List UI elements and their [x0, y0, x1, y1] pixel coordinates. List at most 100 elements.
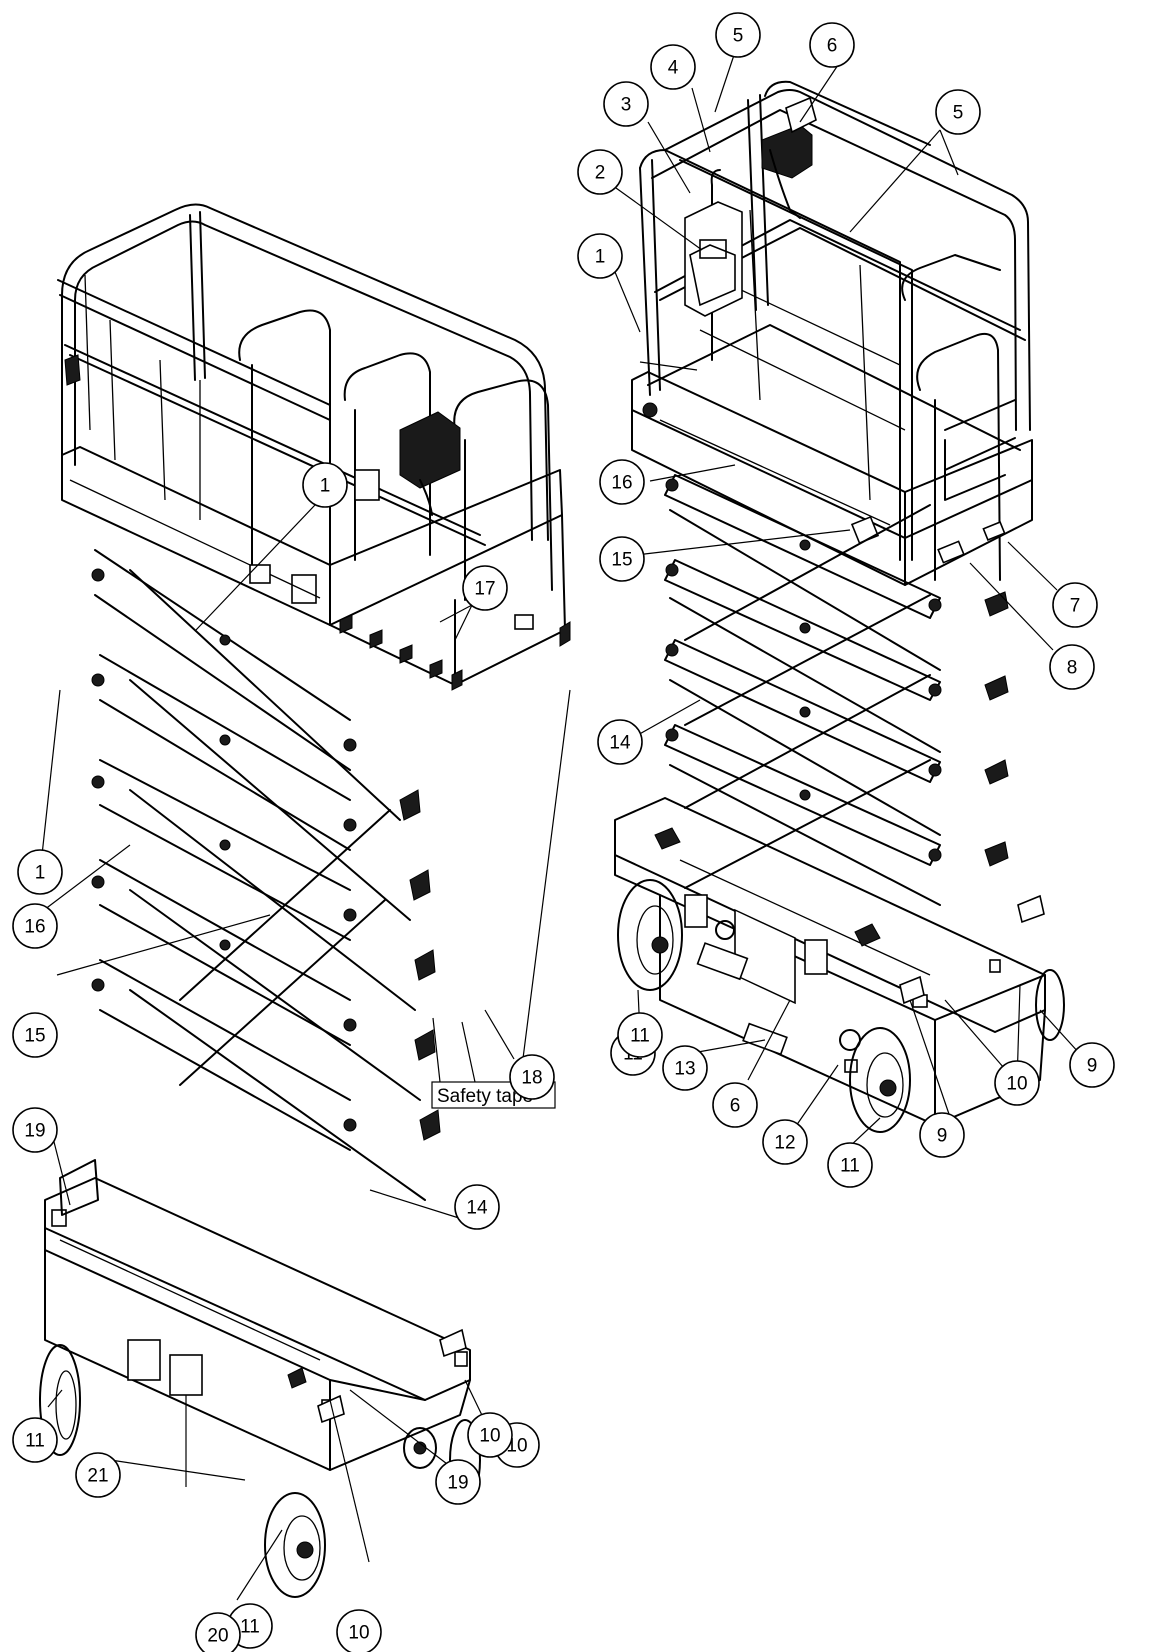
callout-10: 10: [994, 1060, 1040, 1106]
callout-circle: [509, 1054, 555, 1100]
callout-1: 1: [302, 462, 348, 508]
callout-11: 11: [12, 1417, 58, 1463]
callout-number: 9: [1087, 1056, 1098, 1077]
callout-19: 19: [12, 1107, 58, 1153]
callout-circle: [462, 565, 508, 611]
callout-15: 15: [599, 536, 645, 582]
callout-circle: [12, 1107, 58, 1153]
callout-circle: [599, 536, 645, 582]
callout-number: 16: [611, 473, 632, 494]
callout-12: 12: [762, 1119, 808, 1165]
callout-circle: [617, 1012, 663, 1058]
callout-circle: [1069, 1042, 1115, 1088]
safety-tape-annotation: Safety tape: [431, 689, 571, 1109]
callout-16: 16: [12, 903, 58, 949]
callout-circle: [662, 1045, 708, 1091]
callout-circle: [12, 1417, 58, 1463]
callout-circle: [195, 1612, 241, 1652]
callout-circle: [597, 719, 643, 765]
callout-2: 2: [577, 149, 623, 195]
callout-19: 19: [435, 1459, 481, 1505]
right-lift: [614, 80, 1065, 1133]
left-lift-chassis: [44, 1159, 471, 1471]
callout-circle: [809, 22, 855, 68]
callout-number: 19: [447, 1473, 468, 1494]
callout-number: 13: [674, 1059, 695, 1080]
callout-number: 10: [1006, 1074, 1027, 1095]
callout-circle: [935, 89, 981, 135]
callout-7: 7: [1052, 582, 1098, 628]
left-lift-guardrails: [57, 203, 553, 601]
left-lift-scissors: [91, 549, 441, 1201]
callout-18: 18: [509, 1054, 555, 1100]
callout-circle: [919, 1112, 965, 1158]
callout-6: 6: [809, 22, 855, 68]
callout-circle: [302, 462, 348, 508]
callout-1: 1: [577, 233, 623, 279]
right-lift-wheels: [617, 879, 1065, 1133]
callout-number: 11: [25, 1431, 45, 1452]
callout-10: 10: [336, 1609, 382, 1652]
callout-circle: [577, 149, 623, 195]
callout-circle: [712, 1082, 758, 1128]
callout-11: 11: [827, 1142, 873, 1188]
callout-number: 1: [595, 247, 606, 268]
callout-number: 14: [609, 733, 631, 754]
callout-circle: [75, 1452, 121, 1498]
callout-number: 18: [521, 1068, 542, 1089]
right-lift-control-box: [684, 96, 817, 317]
left-lift-control-box: [64, 354, 461, 604]
callout-circle: [454, 1184, 500, 1230]
callout-5: 5: [935, 89, 981, 135]
callout-number: 12: [774, 1133, 795, 1154]
right-lift-chassis: [614, 797, 1046, 1126]
callout-number: 4: [668, 58, 679, 79]
callout-number: 19: [24, 1121, 45, 1142]
callout-circle: [1049, 644, 1095, 690]
callout-9: 9: [919, 1112, 965, 1158]
callout-circle: [715, 12, 761, 58]
callout-5: 5: [715, 12, 761, 58]
callout-number: 21: [87, 1466, 108, 1487]
callout-number: 15: [611, 550, 632, 571]
left-lift-wheels: [39, 1344, 481, 1598]
callout-11: 11: [617, 1012, 663, 1058]
callout-number: 6: [730, 1096, 741, 1117]
callout-number: 11: [630, 1026, 650, 1047]
callout-number: 5: [953, 103, 964, 124]
callout-number: 20: [207, 1626, 228, 1647]
callout-8: 8: [1049, 644, 1095, 690]
right-lift-scissors: [664, 474, 1009, 906]
callout-6: 6: [712, 1082, 758, 1128]
callout-9: 9: [1069, 1042, 1115, 1088]
callout-circle: [650, 44, 696, 90]
callout-number: 5: [733, 26, 744, 47]
callout-number: 7: [1070, 596, 1081, 617]
right-lift-platform: [631, 371, 1033, 586]
callout-number: 14: [466, 1198, 488, 1219]
callout-number: 10: [348, 1623, 369, 1644]
callout-21: 21: [75, 1452, 121, 1498]
callout-circle: [17, 849, 63, 895]
callout-circle: [827, 1142, 873, 1188]
callout-1: 1: [17, 849, 63, 895]
callout-number: 10: [479, 1426, 500, 1447]
callout-4: 4: [650, 44, 696, 90]
callout-number: 1: [35, 863, 46, 884]
safety-tape-label: Safety tape: [437, 1086, 533, 1107]
callout-15: 15: [12, 1012, 58, 1058]
callout-circle: [467, 1412, 513, 1458]
callout-13: 13: [662, 1045, 708, 1091]
callout-circle: [12, 1012, 58, 1058]
callout-number: 11: [240, 1617, 260, 1638]
callout-17: 17: [462, 565, 508, 611]
left-lift: [39, 203, 571, 1598]
callout-20: 20: [195, 1612, 241, 1652]
callout-number: 17: [474, 579, 495, 600]
left-lift-platform: [61, 446, 571, 691]
callout-16: 16: [599, 459, 645, 505]
callout-circle: [12, 903, 58, 949]
callout-10: 10: [467, 1412, 513, 1458]
